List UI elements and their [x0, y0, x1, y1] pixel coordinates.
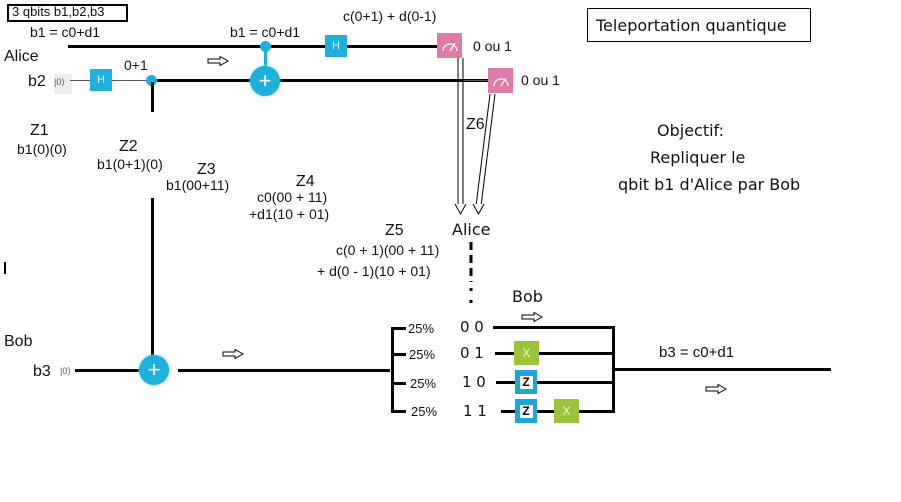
objective-title: Objectif: — [657, 121, 725, 140]
b2-wire-to-measure — [462, 80, 488, 81]
meter-icon — [492, 77, 509, 86]
alice-label: Alice — [4, 48, 39, 65]
outcome-01-prob: 25% — [409, 347, 436, 362]
b2-label: b2 — [28, 73, 46, 90]
b1-init-label: b1 = c0+d1 — [30, 24, 101, 40]
z-gate-label: Z — [519, 375, 533, 389]
outcome-01-bits: 0 1 — [460, 344, 484, 362]
qubits-label-box — [7, 4, 128, 22]
zone-z4-label: Z4 — [296, 173, 315, 190]
b1-cnot-label: b1 = c0+d1 — [230, 24, 301, 40]
b3-label: b3 — [33, 363, 51, 380]
x-gate-01[interactable]: X — [514, 341, 539, 365]
zone-z2-label: Z2 — [119, 138, 138, 155]
stray-mark — [4, 262, 6, 274]
branch-tick-11 — [391, 410, 406, 413]
b1-wire — [68, 45, 448, 48]
cnot-b2-b3-wire-top — [151, 82, 154, 112]
bob-mid-label: Bob — [512, 287, 543, 306]
branch-bracket-vertical — [391, 327, 394, 412]
alice-mid-label: Alice — [452, 220, 491, 239]
zone-z3-label: Z3 — [197, 161, 216, 178]
outcome-01-wire — [495, 352, 614, 355]
outcome-00-wire — [493, 326, 614, 329]
b3-output-wire — [614, 368, 831, 371]
hadamard-gate-b1[interactable]: H — [325, 35, 347, 57]
flow-arrow-icon — [521, 312, 543, 322]
outcome-00-prob: 25% — [408, 321, 435, 336]
zone-z5-expr-1: c(0 + 1)(00 + 11) — [336, 242, 440, 258]
outcome-11-prob: 25% — [411, 404, 438, 419]
b2-wire-b — [112, 80, 148, 81]
zone-z5-label: Z5 — [385, 222, 404, 239]
page-title: Teleportation quantique — [596, 16, 787, 35]
merge-bracket-vertical — [612, 326, 615, 413]
flow-arrow-icon — [207, 56, 229, 66]
branch-tick-10 — [391, 382, 406, 385]
branch-tick-01 — [391, 353, 406, 356]
z-gate-11[interactable]: Z — [515, 399, 537, 423]
hadamard-gate-b2[interactable]: H — [90, 69, 112, 91]
x-gate-11[interactable]: X — [554, 399, 579, 423]
meter-icon — [441, 42, 458, 51]
measure-2-output: 0 ou 1 — [521, 72, 560, 88]
cnot-b2-b3-wire-bottom — [151, 198, 154, 358]
b3-wire-b — [178, 369, 390, 372]
flow-arrow-icon — [705, 384, 727, 394]
bob-label: Bob — [4, 333, 33, 350]
result-label: b3 = c0+d1 — [659, 344, 735, 361]
b2-wire-a — [70, 80, 90, 81]
outcome-10-wire — [496, 381, 614, 384]
outcome-00-bits: 0 0 — [460, 318, 484, 336]
z-gate-label: Z — [519, 404, 533, 418]
zone-z6-label: Z6 — [466, 116, 485, 133]
outcome-10-prob: 25% — [410, 376, 437, 391]
objective-line-1: Repliquer le — [650, 148, 746, 167]
dashed-separator — [469, 242, 473, 303]
z-gate-10[interactable]: Z — [515, 370, 537, 394]
cnot-target-b2[interactable]: + — [250, 66, 280, 96]
after-h-b1-label: c(0+1) + d(0-1) — [343, 8, 437, 24]
zone-z1-expr: b1(0)(0) — [17, 141, 67, 157]
cnot-b1-b2-wire — [264, 48, 267, 70]
objective-line-2: qbit b1 d'Alice par Bob — [618, 175, 801, 194]
zone-z4-expr-2: +d1(10 + 01) — [249, 206, 330, 222]
measure-1-output: 0 ou 1 — [473, 38, 512, 54]
outcome-10-bits: 1 0 — [462, 373, 486, 391]
branch-tick-00 — [391, 327, 406, 330]
control-dot-b2 — [146, 75, 157, 86]
b2-ket-zero: |0⟩ — [54, 74, 72, 94]
flow-arrow-icon — [222, 349, 244, 359]
b3-wire-a — [75, 369, 140, 372]
b3-ket-zero: |0⟩ — [60, 365, 74, 377]
control-dot-b1 — [260, 41, 271, 52]
measure-gate-b2[interactable] — [488, 68, 513, 93]
outcome-11-bits: 1 1 — [463, 402, 487, 420]
h-output-label: 0+1 — [124, 57, 148, 73]
zone-z1-label: Z1 — [30, 122, 49, 139]
measure-gate-b1[interactable] — [437, 33, 462, 58]
zone-z2-expr: b1(0+1)(0) — [97, 156, 163, 172]
qubits-label: 3 qbits b1,b2,b3 — [12, 4, 105, 19]
classical-channel — [454, 58, 496, 216]
zone-z4-expr-1: c0(00 + 11) — [257, 189, 328, 205]
title-box — [587, 8, 811, 42]
zone-z5-expr-2: + d(0 - 1)(10 + 01) — [317, 263, 431, 279]
b2-wire-c — [150, 79, 492, 82]
cnot-target-b3[interactable]: + — [139, 355, 169, 385]
zone-z3-expr: b1(00+11) — [166, 177, 230, 193]
